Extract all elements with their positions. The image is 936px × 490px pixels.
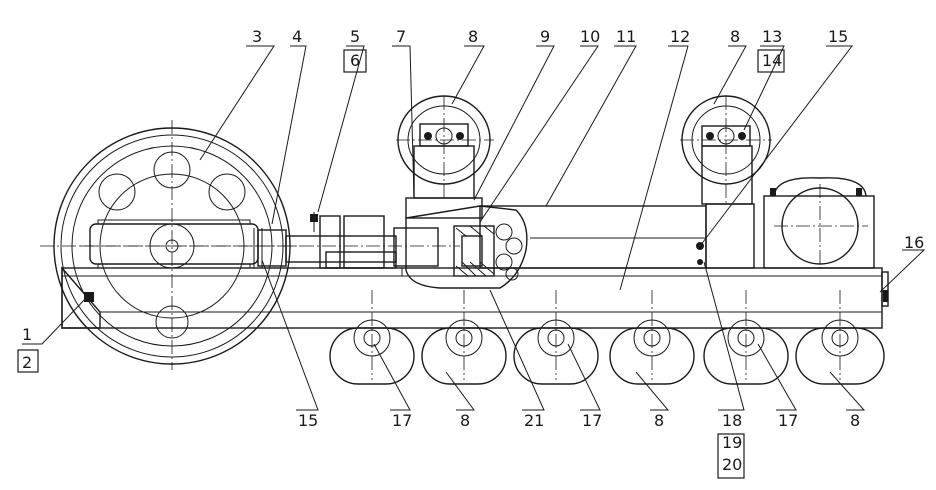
callout-4: 4 [292,27,302,46]
callout-8-top-right: 8 [730,27,740,46]
callout-16: 16 [904,233,924,252]
callout-3: 3 [252,27,262,46]
callout-8-bottom-3: 8 [850,411,860,430]
large-drive-wheel [40,120,300,370]
callout-15-top: 15 [828,27,848,46]
callout-11: 11 [616,27,636,46]
callout-17-left: 17 [392,411,412,430]
callout-8-top-left: 8 [468,27,478,46]
callout-2: 2 [22,353,32,372]
right-top-roller [680,95,772,269]
callout-12: 12 [670,27,690,46]
left-top-roller [396,95,494,219]
callout-6-box [343,49,367,73]
callout-20: 20 [722,455,742,474]
callout-17-right: 17 [778,411,798,430]
callouts: 1 2 3 4 5 6 7 8 9 10 11 12 8 13 14 15 16… [17,27,924,479]
main-frame-beam [61,266,889,329]
callout-8-bottom-2: 8 [654,411,664,430]
callout-15-bottom: 15 [298,411,318,430]
callout-18: 18 [722,411,742,430]
callout-17-middle: 17 [582,411,602,430]
callout-13: 13 [762,27,782,46]
hydraulic-cylinder [80,212,460,269]
callout-19-20-box [717,433,745,479]
gear-reducer [405,205,707,289]
callout-7: 7 [396,27,406,46]
callout-2-box [17,349,39,373]
callout-21: 21 [524,411,544,430]
callout-6: 6 [350,51,360,70]
callout-19: 19 [722,433,742,452]
callout-14-box [757,49,785,73]
callout-14: 14 [762,51,782,70]
callout-8-bottom-1: 8 [460,411,470,430]
callout-5: 5 [350,27,360,46]
leader-lines [22,45,926,411]
bottom-rollers [329,290,885,385]
callout-1: 1 [22,325,32,344]
bearing-housing [763,177,875,270]
callout-9: 9 [540,27,550,46]
callout-10: 10 [580,27,600,46]
